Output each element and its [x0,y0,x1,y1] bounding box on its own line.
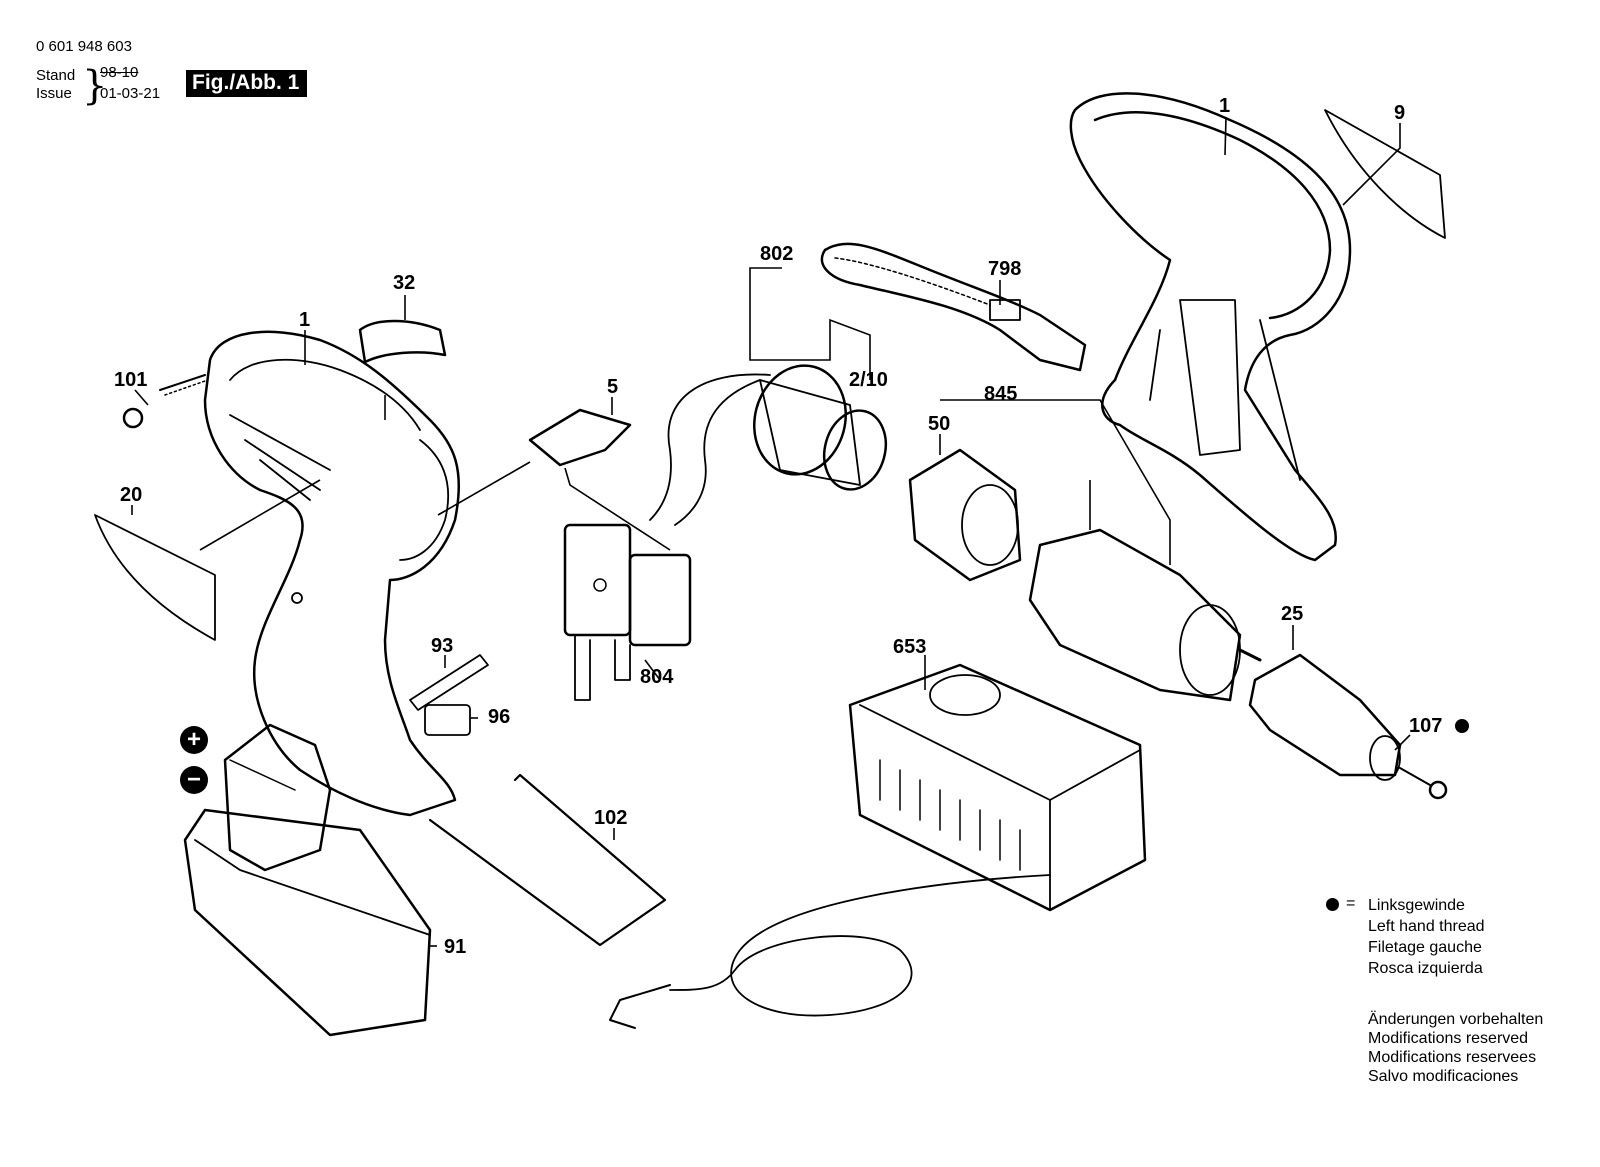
callout-9: 9 [1394,102,1406,124]
callout-91: 91 [444,936,467,958]
legend-line-3: Filetage gauche [1368,939,1482,956]
legend-line-1: Linksgewinde [1368,897,1465,914]
callout-5: 5 [607,376,619,398]
screw-107 [1399,767,1448,800]
motor-802 [649,364,888,526]
callout-804: 804 [640,666,674,688]
note-line-2: Modifications reserved [1368,1030,1529,1047]
modification-notes: Änderungen vorbehalten Modifications res… [1368,1010,1543,1086]
left-hand-thread-marker [1455,719,1469,733]
screw-101 [122,374,206,429]
callout-housing-right: 1 [1219,95,1231,117]
charger-653 [609,663,1147,1029]
issue-date: 01-03-21 [100,85,161,102]
note-line-1: Änderungen vorbehalten [1368,1011,1544,1028]
gearbox-845 [1028,528,1262,702]
note-line-3: Modifications reservees [1368,1049,1537,1066]
callout-798: 798 [988,258,1022,280]
cover-32 [358,319,447,364]
callout-96: 96 [488,706,511,728]
legend-dot-icon [1326,898,1339,911]
callout-845: 845 [984,383,1018,405]
callout-32: 32 [393,272,416,294]
callout-102: 102 [594,807,628,829]
minus-terminal-icon: − [180,766,208,794]
callout-housing-left: 1 [299,309,311,331]
brace-icon: } [82,63,108,109]
issue-label: Issue [36,85,72,102]
belt-clip-798 [820,242,1087,372]
battery-91 [183,723,432,1037]
gear-housing-50 [908,448,1022,582]
housing-half-right [1069,92,1352,562]
callout-50: 50 [928,413,951,435]
note-line-4: Salvo modificaciones [1368,1068,1519,1085]
bit-holder-96 [424,704,471,736]
callout-25: 25 [1281,603,1304,625]
callout-802: 802 [760,243,794,265]
callout-93: 93 [431,635,454,657]
hook-102 [428,773,667,947]
label-plate-20 [94,514,216,641]
legend-equals: = [1346,895,1356,912]
housing-half-left [203,330,461,817]
switch-804 [563,523,692,701]
legend-line-2: Left hand thread [1368,918,1485,935]
chuck-25 [1248,653,1402,781]
document-number: 0 601 948 603 [36,38,132,55]
callout-653: 653 [893,636,927,658]
callout-2-10: 2/10 [849,369,888,391]
stand-label: Stand [36,67,76,84]
callout-107: 107 [1409,715,1443,737]
plus-terminal-icon: + [180,726,208,754]
bit-93 [409,654,489,711]
legend-line-4: Rosca izquierda [1368,960,1483,977]
label-plate-9 [1324,109,1446,239]
callout-20: 20 [120,484,143,506]
stand-date: 98-10 [100,64,139,81]
callout-101: 101 [114,369,148,391]
figure-label: Fig./Abb. 1 [186,70,308,97]
contact-5 [528,408,632,467]
